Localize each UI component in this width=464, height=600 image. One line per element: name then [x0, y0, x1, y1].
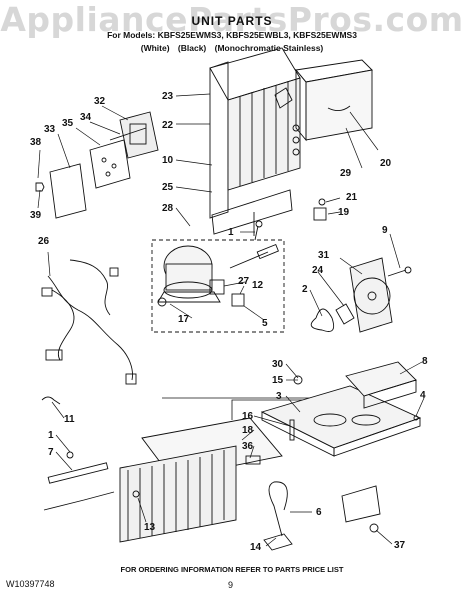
callout-20: 20 — [380, 158, 392, 169]
compressor — [157, 243, 279, 307]
callout-21: 21 — [346, 192, 358, 203]
drain-tray — [345, 361, 417, 409]
callout-19: 19 — [338, 207, 350, 218]
callout-35: 35 — [62, 118, 74, 129]
base-plate — [260, 385, 422, 457]
callout-8: 8 — [422, 356, 428, 367]
ordering-note: FOR ORDERING INFORMATION REFER TO PARTS … — [120, 565, 344, 574]
callout-15: 15 — [272, 375, 284, 386]
clip-part — [274, 87, 293, 109]
callout-37: 37 — [394, 540, 406, 551]
compressor-group-box — [151, 239, 285, 333]
callout-9: 9 — [382, 225, 388, 236]
callout-2: 2 — [302, 284, 308, 295]
callout-12: 12 — [252, 280, 264, 291]
variant-stainless: (Monochromatic Stainless) — [214, 43, 324, 53]
callout-16: 16 — [242, 411, 254, 422]
air-duct — [295, 59, 373, 142]
callout-30: 30 — [272, 359, 284, 370]
control-board-assembly — [35, 111, 159, 219]
screw-13 — [132, 490, 140, 498]
hose-part — [327, 105, 351, 111]
fan-assembly — [310, 257, 412, 333]
callout-3: 3 — [276, 391, 282, 402]
page-title: UNIT PARTS — [191, 14, 273, 28]
clip-11 — [41, 396, 61, 405]
callout-13: 13 — [144, 522, 156, 533]
drain-tube — [268, 481, 288, 537]
callout-labels: 23 22 10 25 28 1 27 12 17 5 32 34 35 33 … — [30, 91, 428, 553]
callout-31: 31 — [318, 250, 330, 261]
foot-part — [341, 485, 381, 523]
harness-7 — [47, 462, 109, 484]
variant-black: (Black) — [177, 43, 207, 53]
variant-white: (White) — [140, 43, 170, 53]
callout-24: 24 — [312, 265, 324, 276]
callout-1a: 1 — [228, 227, 234, 238]
page-number: 9 — [228, 580, 234, 590]
callout-38: 38 — [30, 137, 42, 148]
callout-7: 7 — [48, 447, 54, 458]
callout-34: 34 — [80, 112, 92, 123]
callout-36: 36 — [242, 441, 254, 452]
model-variants: (White) (Black) (Monochromatic Stainless… — [0, 43, 464, 53]
model-list: For Models: KBFS25EWMS3, KBFS25EWBL3, KB… — [107, 30, 357, 40]
callout-17: 17 — [178, 314, 190, 325]
callout-10: 10 — [162, 155, 174, 166]
callout-27: 27 — [238, 276, 250, 287]
callout-11: 11 — [64, 414, 75, 425]
callout-18: 18 — [242, 425, 254, 436]
callout-1b: 1 — [48, 430, 54, 441]
callout-29: 29 — [340, 168, 352, 179]
callout-39: 39 — [30, 210, 42, 221]
condenser-bracket — [209, 47, 301, 235]
callout-26: 26 — [38, 236, 50, 247]
callout-23a: 23 — [162, 91, 174, 102]
callout-6: 6 — [316, 507, 322, 518]
wire-harness — [41, 259, 137, 385]
callout-5: 5 — [262, 318, 268, 329]
callout-25: 25 — [162, 182, 174, 193]
document-id: W10397748 — [6, 579, 55, 589]
callout-33: 33 — [44, 124, 56, 135]
screw-1 — [254, 225, 259, 241]
callout-28: 28 — [162, 203, 174, 214]
callout-14: 14 — [250, 542, 262, 553]
callout-32: 32 — [94, 96, 106, 107]
condenser-coil — [119, 417, 283, 543]
callout-22: 22 — [162, 120, 174, 131]
callout-4: 4 — [420, 390, 426, 401]
